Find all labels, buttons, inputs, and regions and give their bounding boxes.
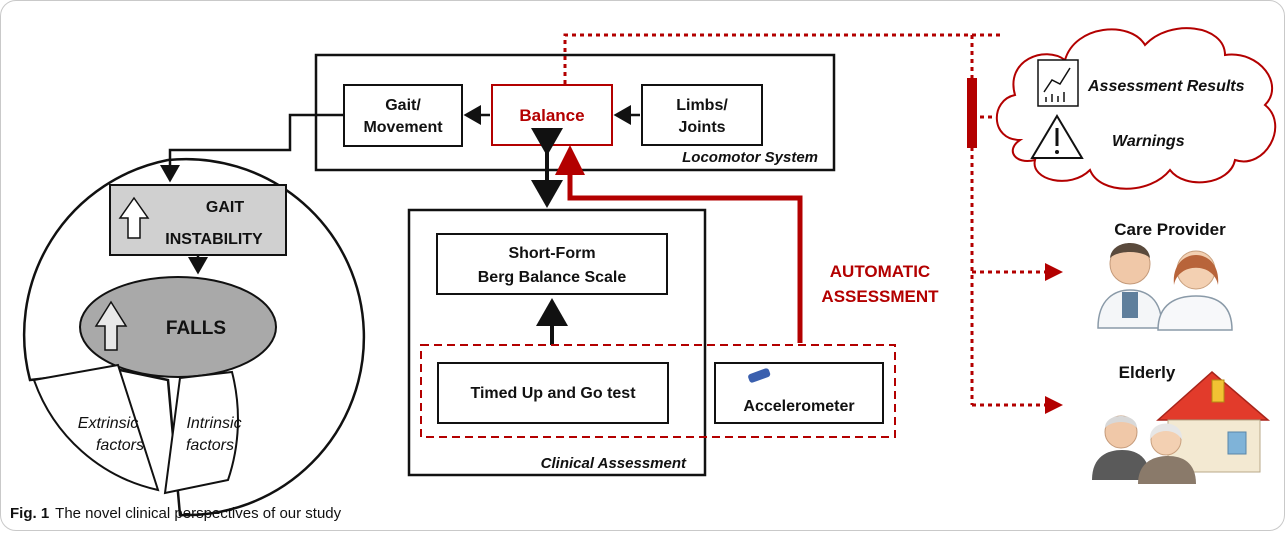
limbs-joints-label-1: Limbs/ xyxy=(676,97,728,114)
extrinsic-wedge xyxy=(32,363,160,492)
intrinsic-wedge xyxy=(163,370,239,495)
automatic-assessment-arrow xyxy=(555,145,803,343)
warning-icon xyxy=(1030,114,1084,159)
automatic-label-2: ASSESSMENT xyxy=(821,287,939,306)
assessment-results-label: Assessment Results xyxy=(1087,78,1245,95)
berg-label-1: Short-Form xyxy=(508,245,595,262)
intrinsic-label-2: factors xyxy=(186,437,234,454)
increase-arrow-icon xyxy=(118,196,150,239)
tug-label: Timed Up and Go test xyxy=(470,385,636,402)
gait-movement-label-2: Movement xyxy=(363,119,443,136)
accelerometer-label: Accelerometer xyxy=(743,398,854,415)
results-cloud xyxy=(995,27,1277,190)
figure-caption: Fig. 1 The novel clinical perspectives of… xyxy=(10,505,341,522)
intrinsic-label-1: Intrinsic xyxy=(186,415,241,432)
increase-arrow-icon xyxy=(94,300,128,351)
gait-instability-label-2: INSTABILITY xyxy=(165,231,263,248)
care-provider-label: Care Provider xyxy=(1114,220,1226,239)
risk-circle xyxy=(22,157,366,517)
berg-label-2: Berg Balance Scale xyxy=(478,269,627,286)
assessment-group-box xyxy=(420,344,896,438)
limbs-joints-label-2: Joints xyxy=(678,119,725,136)
balance-label: Balance xyxy=(519,106,584,125)
dotted-link-to-cloud xyxy=(563,33,1000,84)
falls-ellipse xyxy=(79,276,277,378)
gait-movement-label-1: Gait/ xyxy=(385,97,421,114)
gait-instability-label-1: GAIT xyxy=(206,199,244,216)
clinical-assessment-box xyxy=(407,208,707,477)
berg-balance-box xyxy=(436,233,668,295)
connector-bar xyxy=(967,78,977,148)
tug-box xyxy=(437,362,669,424)
falls-label: FALLS xyxy=(166,318,226,339)
extrinsic-label-2: factors xyxy=(96,437,144,454)
warnings-label: Warnings xyxy=(1112,133,1185,150)
elderly-home-icon xyxy=(1092,371,1271,484)
care-provider-icon xyxy=(1097,243,1233,331)
elderly-label: Elderly xyxy=(1119,363,1176,382)
automatic-label-1: AUTOMATIC xyxy=(830,262,930,281)
accelerometer-box xyxy=(714,362,884,424)
caption-text: The novel clinical perspectives of our s… xyxy=(55,505,342,522)
gait-movement-box xyxy=(343,84,463,147)
limbs-joints-box xyxy=(641,84,763,146)
chart-icon xyxy=(1037,59,1079,107)
clinical-assessment-label: Clinical Assessment xyxy=(541,455,687,472)
extrinsic-label-1: Extrinsic xyxy=(78,415,138,432)
locomotor-system-label: Locomotor System xyxy=(682,149,818,166)
caption-label: Fig. 1 xyxy=(10,505,50,522)
accelerometer-icon xyxy=(748,368,771,383)
